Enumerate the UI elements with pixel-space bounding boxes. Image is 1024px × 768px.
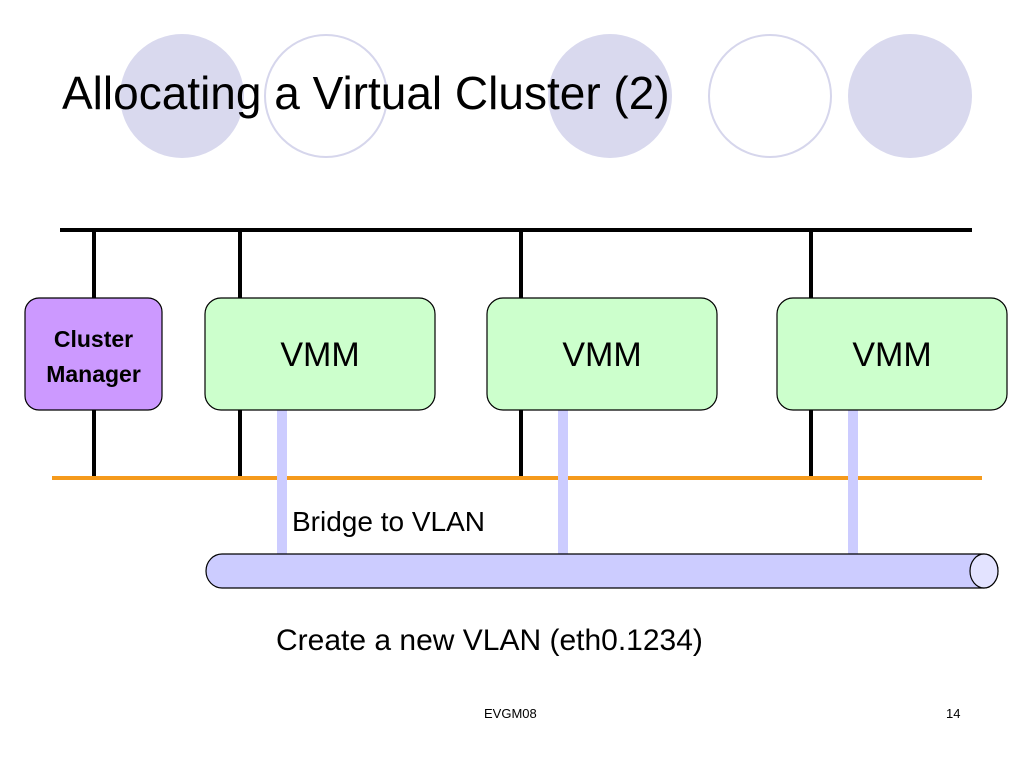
- vmm-box-shape: [204, 297, 436, 411]
- bridge-connector-vmm-1: [277, 410, 287, 556]
- vmm-label: VMM: [280, 336, 359, 374]
- bridge-to-vlan-label: Bridge to VLAN: [292, 506, 485, 537]
- bridge-connector-vmm-3: [848, 410, 858, 556]
- vlan-tube-end: [969, 553, 999, 589]
- vmm-box-shape: [486, 297, 718, 411]
- cluster-manager-box: Cluster Manager: [24, 297, 163, 411]
- vmm-box-shape: [776, 297, 1008, 411]
- page-number: 14: [946, 706, 961, 721]
- vmm-box-1: VMM: [204, 297, 436, 411]
- cluster-manager-label-line2: Manager: [46, 361, 141, 387]
- bridge-connector-vmm-2: [558, 410, 568, 556]
- vlan-tube-body: [205, 553, 999, 589]
- decorative-circle: [848, 34, 972, 158]
- vlan-tube: [205, 553, 999, 589]
- decorative-ring: [264, 34, 388, 158]
- vmm-label: VMM: [562, 336, 641, 374]
- slide-footer: EVGM08: [484, 706, 537, 721]
- decorative-circle: [548, 34, 672, 158]
- slide-title: Allocating a Virtual Cluster (2): [62, 67, 670, 119]
- decorative-ring: [708, 34, 832, 158]
- decorative-circle: [120, 34, 244, 158]
- cluster-manager-shape: [24, 297, 163, 411]
- vmm-label: VMM: [852, 336, 931, 374]
- cluster-manager-label-line1: Cluster: [54, 326, 133, 352]
- create-vlan-caption: Create a new VLAN (eth0.1234): [276, 624, 703, 657]
- vmm-box-3: VMM: [776, 297, 1008, 411]
- vmm-box-2: VMM: [486, 297, 718, 411]
